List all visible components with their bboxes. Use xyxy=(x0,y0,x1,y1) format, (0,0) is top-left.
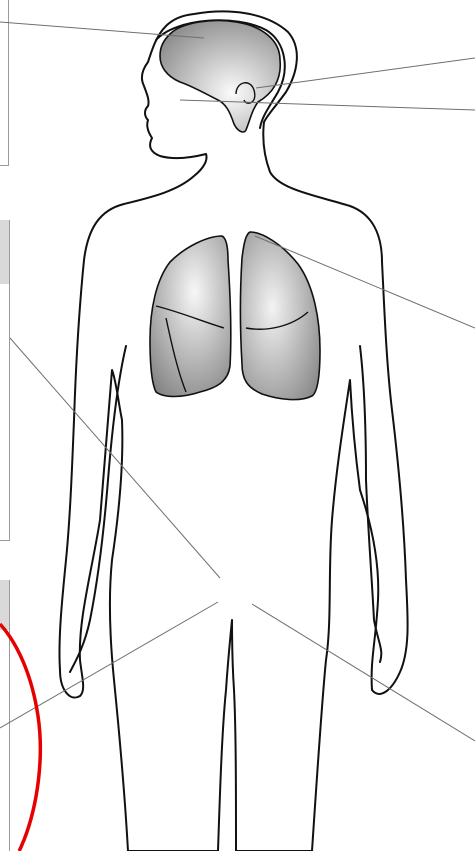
label-panel-middle-left xyxy=(0,220,10,541)
label-panel-bottom-left xyxy=(0,580,10,851)
label-panel-top-left xyxy=(0,0,9,166)
human-figure xyxy=(59,11,407,851)
highlight-circle xyxy=(0,624,40,851)
